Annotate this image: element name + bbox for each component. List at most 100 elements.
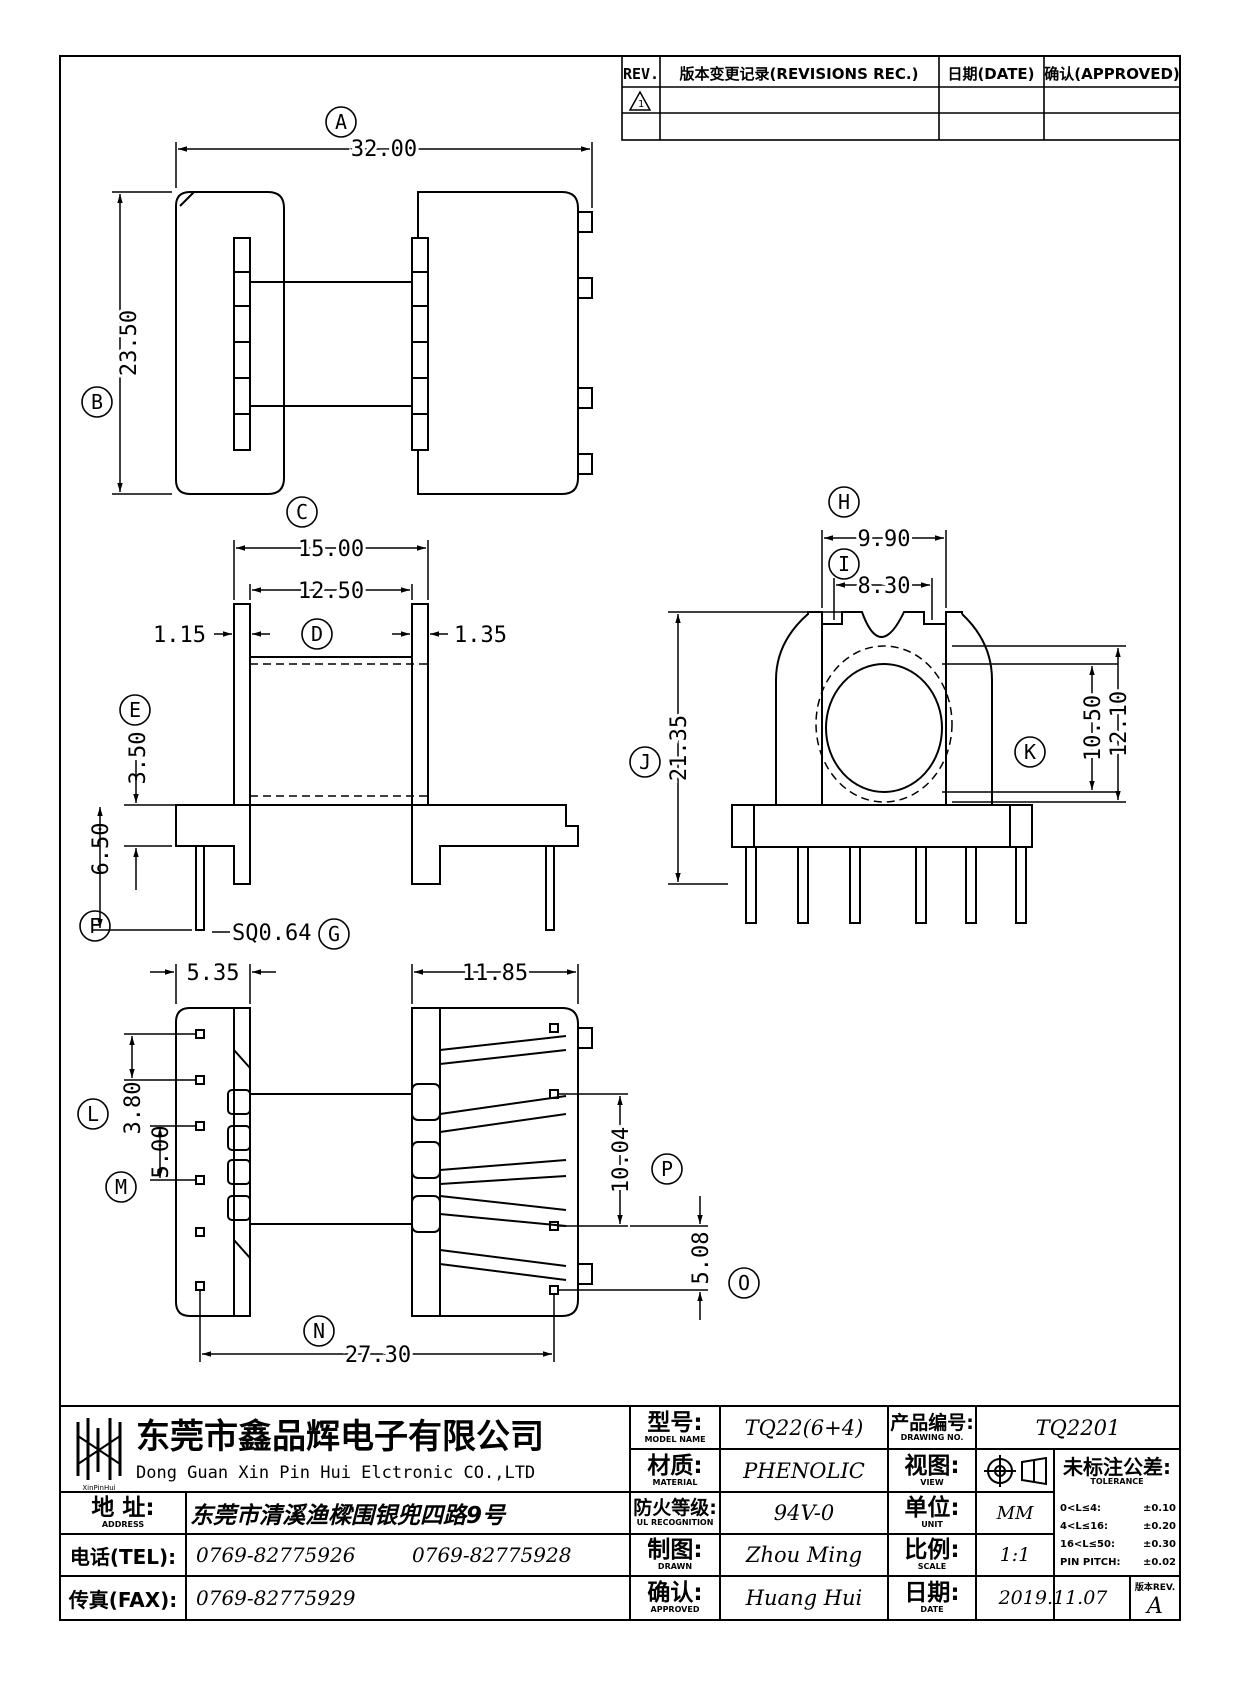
approved-label-en: APPROVED <box>650 1605 700 1614</box>
model-value: TQ22(6+4) <box>744 1416 864 1440</box>
balloon-O-letter: O <box>738 1271 750 1295</box>
dim-A-lines <box>175 142 593 208</box>
dim-K-inner-value: 10.50 <box>1081 695 1106 761</box>
front-view <box>731 611 1033 924</box>
balloon-G <box>318 918 350 950</box>
tolerance-table: 0<L≤4: ±0.10 4<L≤16:±0.20 16<L≤50: ±0.30 P… <box>1060 1500 1176 1572</box>
projection-symbol-icon <box>984 1455 1047 1487</box>
dim-C2-value: 12.50 <box>298 579 364 604</box>
date-label-en: DATE <box>920 1605 944 1614</box>
drawn-label: 制图: DRAWN <box>632 1536 718 1574</box>
tolerance-row: 16<L≤50: ±0.30 <box>1060 1536 1176 1554</box>
balloon-D <box>301 618 333 650</box>
scale-label-zh: 比例: <box>904 1537 960 1563</box>
balloon-E <box>119 694 151 726</box>
balloon-letters: A B C D E F G H I J K L M N P O <box>87 110 1036 1343</box>
tolerance-row: 4<L≤16:±0.20 <box>1060 1518 1176 1536</box>
revision-table <box>621 55 1181 141</box>
dim-N-value: 27.30 <box>345 1343 411 1368</box>
balloon-C-letter: C <box>296 500 308 524</box>
dim-P-value: 10.04 <box>609 1127 634 1193</box>
rev-col-approved: 确认(APPROVED) <box>1044 65 1180 83</box>
tolerance-range: 16<L≤50: <box>1060 1539 1115 1550</box>
model-label: 型号: MODEL NAME <box>632 1408 718 1448</box>
dim-L-value: 3.80 <box>121 1082 146 1135</box>
tolerance-range: 4<L≤16: <box>1060 1521 1109 1532</box>
model-label-en: MODEL NAME <box>644 1435 706 1444</box>
balloon-N <box>303 1315 335 1347</box>
version-label: 版本REV. <box>1134 1582 1176 1593</box>
recognition-label: 防火等级: UL RECOGNITION <box>632 1494 718 1532</box>
side-view <box>175 603 579 931</box>
tel-label: 电话(TEL): <box>69 1544 177 1569</box>
scale-label: 比例: SCALE <box>890 1536 974 1574</box>
front-view-bore-dashed <box>815 645 953 803</box>
date-label-zh: 日期: <box>904 1580 960 1606</box>
model-label-zh: 型号: <box>647 1410 703 1436</box>
recognition-value: 94V-0 <box>773 1501 835 1525</box>
balloon-L <box>77 1098 109 1130</box>
dim-G-value: SQ0.64 <box>232 921 311 946</box>
dim-K-outer-value: 12.10 <box>1107 691 1132 757</box>
fax-label: 传真(FAX): <box>68 1587 178 1612</box>
bottom-view-dims <box>124 964 708 1362</box>
drawn-label-zh: 制图: <box>647 1537 703 1563</box>
balloon-K-letter: K <box>1024 740 1036 764</box>
balloon-D-letter: D <box>311 622 323 646</box>
date-label: 日期: DATE <box>890 1578 974 1618</box>
balloon-J-letter: J <box>639 750 651 774</box>
material-label: 材质: MATERIAL <box>632 1451 718 1491</box>
approved-label: 确认: APPROVED <box>632 1578 718 1618</box>
drawing-no-label-zh: 产品编号: <box>890 1412 974 1434</box>
rev-col-date: 日期(DATE) <box>947 65 1034 83</box>
tolerance-row: PIN PITCH: ±0.02 <box>1060 1554 1176 1572</box>
tolerance-value: ±0.10 <box>1142 1503 1176 1514</box>
reference-balloons <box>77 106 1046 1347</box>
top-view <box>175 191 593 495</box>
company-logo <box>76 1418 122 1480</box>
rev-col-rev: REV. <box>623 65 659 83</box>
drawing-no-value: TQ2201 <box>1035 1416 1121 1440</box>
balloon-P <box>651 1153 683 1185</box>
balloon-O <box>728 1267 760 1299</box>
approved-value: Huang Hui <box>745 1586 863 1610</box>
dim-bottom-right-width-value: 11.85 <box>462 961 528 986</box>
balloon-N-letter: N <box>313 1319 325 1343</box>
dim-B-lines <box>112 191 172 495</box>
dim-bottom-left-width-value: 5.35 <box>187 961 240 986</box>
tolerance-range: 0<L≤4: <box>1060 1503 1102 1514</box>
balloon-L-letter: L <box>87 1102 99 1126</box>
view-label: 视图: VIEW <box>890 1451 974 1491</box>
balloon-G-letter: G <box>328 922 340 946</box>
bottom-view <box>175 1007 593 1317</box>
rev-col-record: 版本变更记录(REVISIONS REC.) <box>680 65 919 83</box>
tolerance-range: PIN PITCH: <box>1060 1557 1121 1568</box>
dim-D-left-value: 1.15 <box>153 623 206 648</box>
material-value: PHENOLIC <box>743 1459 865 1483</box>
dim-J-value: 21.35 <box>667 715 692 781</box>
company-name-cn: 东莞市鑫品辉电子有限公司 <box>136 1416 544 1457</box>
balloon-B <box>81 386 113 418</box>
balloon-M <box>105 1171 137 1203</box>
balloon-P-letter: P <box>661 1157 673 1181</box>
balloon-I-letter: I <box>838 552 850 576</box>
tel-value-2: 0769-82775928 <box>412 1543 572 1567</box>
dimension-labels: 32.00 23.50 15.00 12.50 1.15 1.35 3.50 6… <box>89 134 1135 1371</box>
view-label-en: VIEW <box>920 1478 944 1487</box>
address-label: 地 址: ADDRESS <box>62 1494 184 1532</box>
tolerance-value: ±0.02 <box>1142 1557 1176 1568</box>
balloon-I <box>828 548 860 580</box>
date-value: 2019.11.07 <box>998 1587 1108 1609</box>
dim-B-value: 23.50 <box>117 310 142 376</box>
dim-E-value: 3.50 <box>126 732 151 785</box>
unit-label: 单位: UNIT <box>890 1494 974 1532</box>
drawn-label-en: DRAWN <box>657 1562 693 1571</box>
tolerance-value: ±0.30 <box>1142 1539 1176 1550</box>
fax-value: 0769-82775929 <box>196 1586 356 1610</box>
scale-label-en: SCALE <box>917 1562 947 1571</box>
drawing-no-label: 产品编号: DRAWING NO. <box>890 1408 974 1448</box>
title-block-grid <box>59 1405 1181 1621</box>
address-value: 东莞市清溪渔樑围银兜四路9号 <box>190 1503 506 1529</box>
company-name-en: Dong Guan Xin Pin Hui Elctronic CO.,LTD <box>136 1463 536 1483</box>
